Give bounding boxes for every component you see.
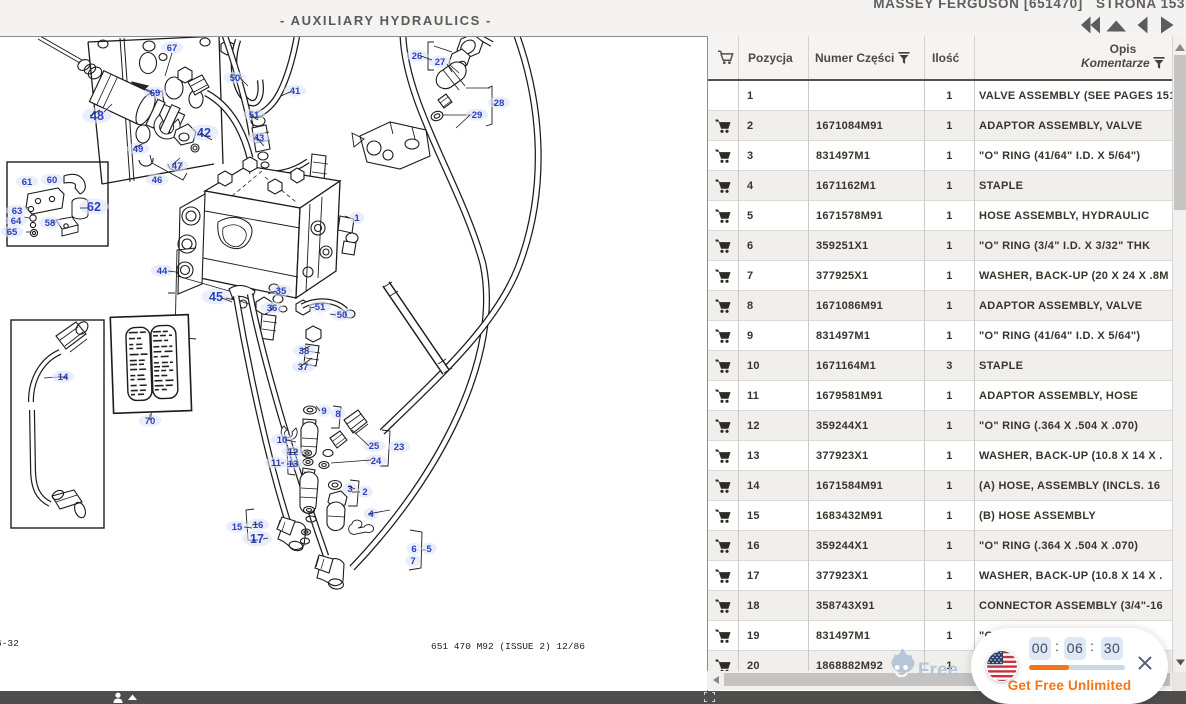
svg-text:28: 28 — [494, 98, 505, 109]
svg-text:36: 36 — [267, 303, 278, 314]
svg-text:15: 15 — [232, 522, 243, 533]
svg-text:65: 65 — [7, 227, 18, 238]
svg-text:11: 11 — [271, 458, 282, 469]
svg-text:7: 7 — [410, 556, 415, 567]
svg-text:14: 14 — [58, 372, 69, 383]
svg-text:46: 46 — [152, 175, 163, 186]
svg-text:63: 63 — [12, 206, 23, 217]
svg-text:27: 27 — [435, 57, 446, 68]
svg-text:42: 42 — [197, 126, 211, 140]
svg-text:9: 9 — [321, 406, 326, 417]
svg-text:13: 13 — [288, 459, 299, 470]
svg-text:3: 3 — [347, 484, 352, 495]
svg-text:8: 8 — [335, 409, 340, 420]
svg-text:29: 29 — [472, 110, 483, 121]
svg-text:26: 26 — [412, 51, 423, 62]
svg-text:35: 35 — [276, 286, 287, 297]
svg-text:62: 62 — [87, 200, 101, 214]
svg-text:44: 44 — [157, 266, 168, 277]
svg-text:50: 50 — [337, 310, 348, 321]
svg-text:4: 4 — [368, 509, 374, 520]
svg-text:58: 58 — [45, 218, 56, 229]
svg-text:67: 67 — [167, 43, 178, 54]
svg-text:651 470 M92 (ISSUE 2) 12/86: 651 470 M92 (ISSUE 2) 12/86 — [431, 641, 585, 652]
svg-text:49: 49 — [133, 144, 144, 155]
svg-text:41: 41 — [290, 86, 301, 97]
svg-text:60: 60 — [47, 175, 58, 186]
svg-text:70: 70 — [145, 416, 156, 427]
svg-text:Free: Free — [918, 659, 958, 680]
svg-text:16: 16 — [253, 520, 264, 531]
svg-text:50: 50 — [230, 73, 241, 84]
svg-text:5: 5 — [426, 544, 432, 555]
svg-text:51: 51 — [249, 110, 260, 121]
svg-text:17: 17 — [250, 532, 264, 546]
svg-text:43: 43 — [254, 133, 265, 144]
svg-text:2: 2 — [362, 487, 367, 498]
svg-text:23: 23 — [394, 442, 405, 453]
svg-text:25: 25 — [369, 441, 380, 452]
svg-text:37: 37 — [298, 362, 309, 373]
svg-text:64: 64 — [11, 216, 22, 227]
svg-text:24: 24 — [371, 456, 382, 467]
svg-text:6-32: 6-32 — [0, 638, 19, 649]
svg-text:45: 45 — [209, 290, 223, 304]
svg-text:1: 1 — [354, 213, 360, 224]
svg-text:38: 38 — [299, 346, 310, 357]
svg-text:47: 47 — [172, 161, 183, 172]
svg-text:6: 6 — [411, 544, 416, 555]
svg-text:69: 69 — [150, 88, 161, 99]
svg-text:48: 48 — [90, 109, 104, 123]
svg-text:51: 51 — [315, 302, 326, 313]
svg-text:61: 61 — [22, 177, 33, 188]
svg-text:10: 10 — [277, 435, 288, 446]
